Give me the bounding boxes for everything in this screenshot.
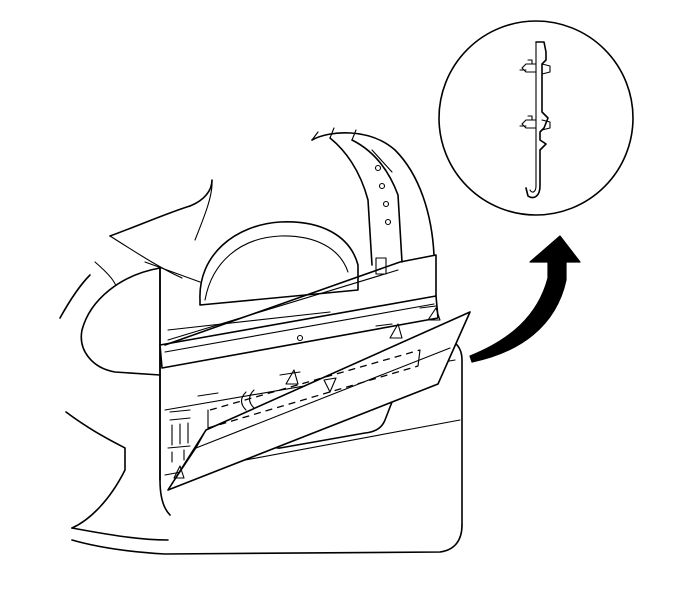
tail-lamp — [80, 267, 161, 376]
rear-fascia — [167, 307, 471, 491]
cargo-opening — [144, 221, 359, 481]
detail-callout — [438, 20, 634, 216]
callout-arrow — [469, 235, 581, 363]
rear-sill-panel — [159, 254, 439, 369]
clip-profile-detail — [519, 41, 551, 199]
right-d-pillar — [311, 127, 435, 275]
vehicle-body — [59, 179, 463, 555]
